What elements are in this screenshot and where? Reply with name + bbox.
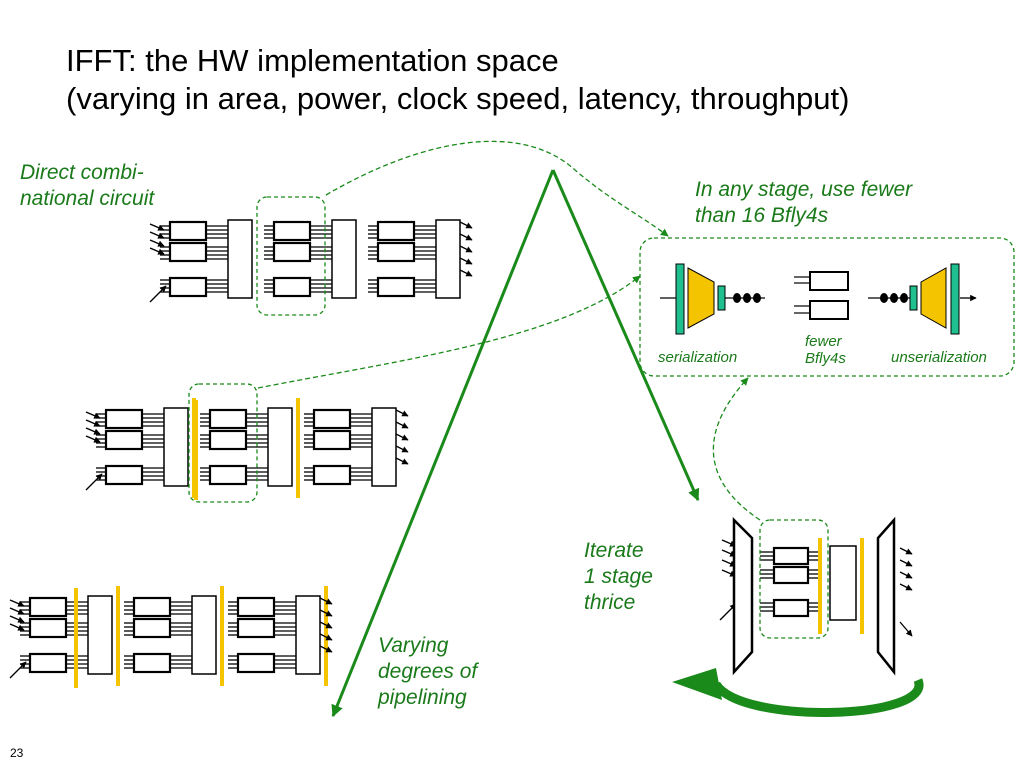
pipeline-register [296,398,300,498]
permute-block [435,219,461,299]
bfly4-box [168,220,208,242]
label-serialization: serialization [658,349,738,366]
bfly4-box [28,596,68,618]
serialization-box [639,237,1015,377]
label-unserialization: unserialization [891,349,987,366]
permute-block [191,595,217,675]
bfly4-box [772,565,810,585]
bfly4-box [312,429,352,451]
bfly4-box [312,464,352,486]
slide-title: IFFT: the HW implementation space (varyi… [66,42,849,118]
dashed-arrows [257,140,761,521]
bfly4-box [272,220,312,242]
bfly4-box [208,408,248,430]
label-iterate: Iterate 1 stage thrice [584,539,653,614]
bfly4-box [236,617,276,639]
stage-highlight-box [256,196,326,316]
bfly4-box [104,408,144,430]
stage-highlight-box [188,383,258,503]
permute-block [829,545,857,621]
permute-block [163,407,189,487]
iterative-circuit [732,516,896,676]
bfly4-box [376,220,416,242]
label-fewer-bfly4s: fewer Bfly4s [805,333,846,367]
pipeline-register [116,586,120,686]
label-fewer-bfly4s-note: In any stage, use fewer than 16 Bfly4s [695,178,913,227]
pipeline-register [220,586,224,686]
title-line-1: IFFT: the HW implementation space [66,43,559,78]
bfly4-box [208,429,248,451]
bfly4-box [132,596,172,618]
bfly4-box [168,241,208,263]
pipeline-register [194,400,198,500]
bfly4-box [772,546,810,566]
bfly4-box [104,429,144,451]
bfly4-box [132,652,172,674]
bfly4-box [772,598,810,618]
label-pipelining: Varying degrees of pipelining [378,634,478,709]
iteration-loop-arrow [672,668,924,717]
bfly4-box [28,617,68,639]
pipeline-register [860,538,864,634]
bfly4-box [104,464,144,486]
title-line-2: (varying in area, power, clock speed, la… [66,81,850,116]
bfly4-box [236,652,276,674]
serialization-detail [660,263,977,335]
permute-block [371,407,397,487]
page-number: 23 [10,746,24,760]
bfly4-box [168,276,208,298]
pipeline-register [74,588,78,688]
permute-block [295,595,321,675]
bfly4-box [132,617,172,639]
pipelining-axis [331,169,700,718]
bfly4-box [376,276,416,298]
bfly4-box [272,276,312,298]
permute-block [331,219,357,299]
bfly4-box [312,408,352,430]
bfly4-box [376,241,416,263]
bfly4-box [236,596,276,618]
pipeline-register [818,538,822,634]
bfly4-box [208,464,248,486]
bfly4-box [28,652,68,674]
permute-block [227,219,253,299]
permute-block [87,595,113,675]
label-direct-combinational: Direct combi- national circuit [20,161,155,210]
bfly4-box [272,241,312,263]
permute-block [267,407,293,487]
